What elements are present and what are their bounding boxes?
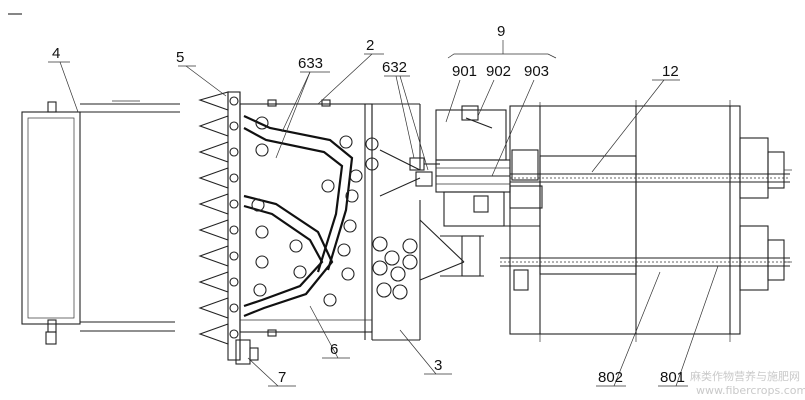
label-3: 3: [434, 357, 442, 374]
label-6: 6: [330, 341, 338, 358]
part-4-feed-frame: [21, 100, 180, 345]
part-801-802-shafts: [500, 137, 792, 291]
label-7: 7: [278, 369, 286, 386]
label-802: 802: [598, 369, 623, 386]
label-901: 901: [452, 63, 477, 80]
part-3-transfer-rollers: [372, 219, 484, 300]
label-4: 4: [52, 45, 60, 62]
label-632: 632: [382, 59, 407, 76]
label-2: 2: [366, 37, 374, 54]
part-632-clamp-assembly: [379, 149, 440, 197]
part-5-cutter-column: [198, 91, 259, 365]
label-5: 5: [176, 49, 184, 66]
label-903: 903: [524, 63, 549, 80]
part-6-conveyor-belts: [243, 115, 379, 318]
part-12-main-housing: [509, 100, 741, 342]
label-801: 801: [660, 369, 685, 386]
part-2-main-frame: [239, 99, 421, 341]
watermark-line2: www.fibercrops.com: [696, 384, 805, 397]
label-9: 9: [497, 23, 505, 40]
label-902: 902: [486, 63, 511, 80]
label-12: 12: [662, 63, 679, 80]
label-633: 633: [298, 55, 323, 72]
watermark-line1: 麻类作物营养与施肥网: [690, 369, 800, 383]
leader-lines: [48, 40, 719, 387]
part-9-feeder-unit: [435, 105, 543, 227]
